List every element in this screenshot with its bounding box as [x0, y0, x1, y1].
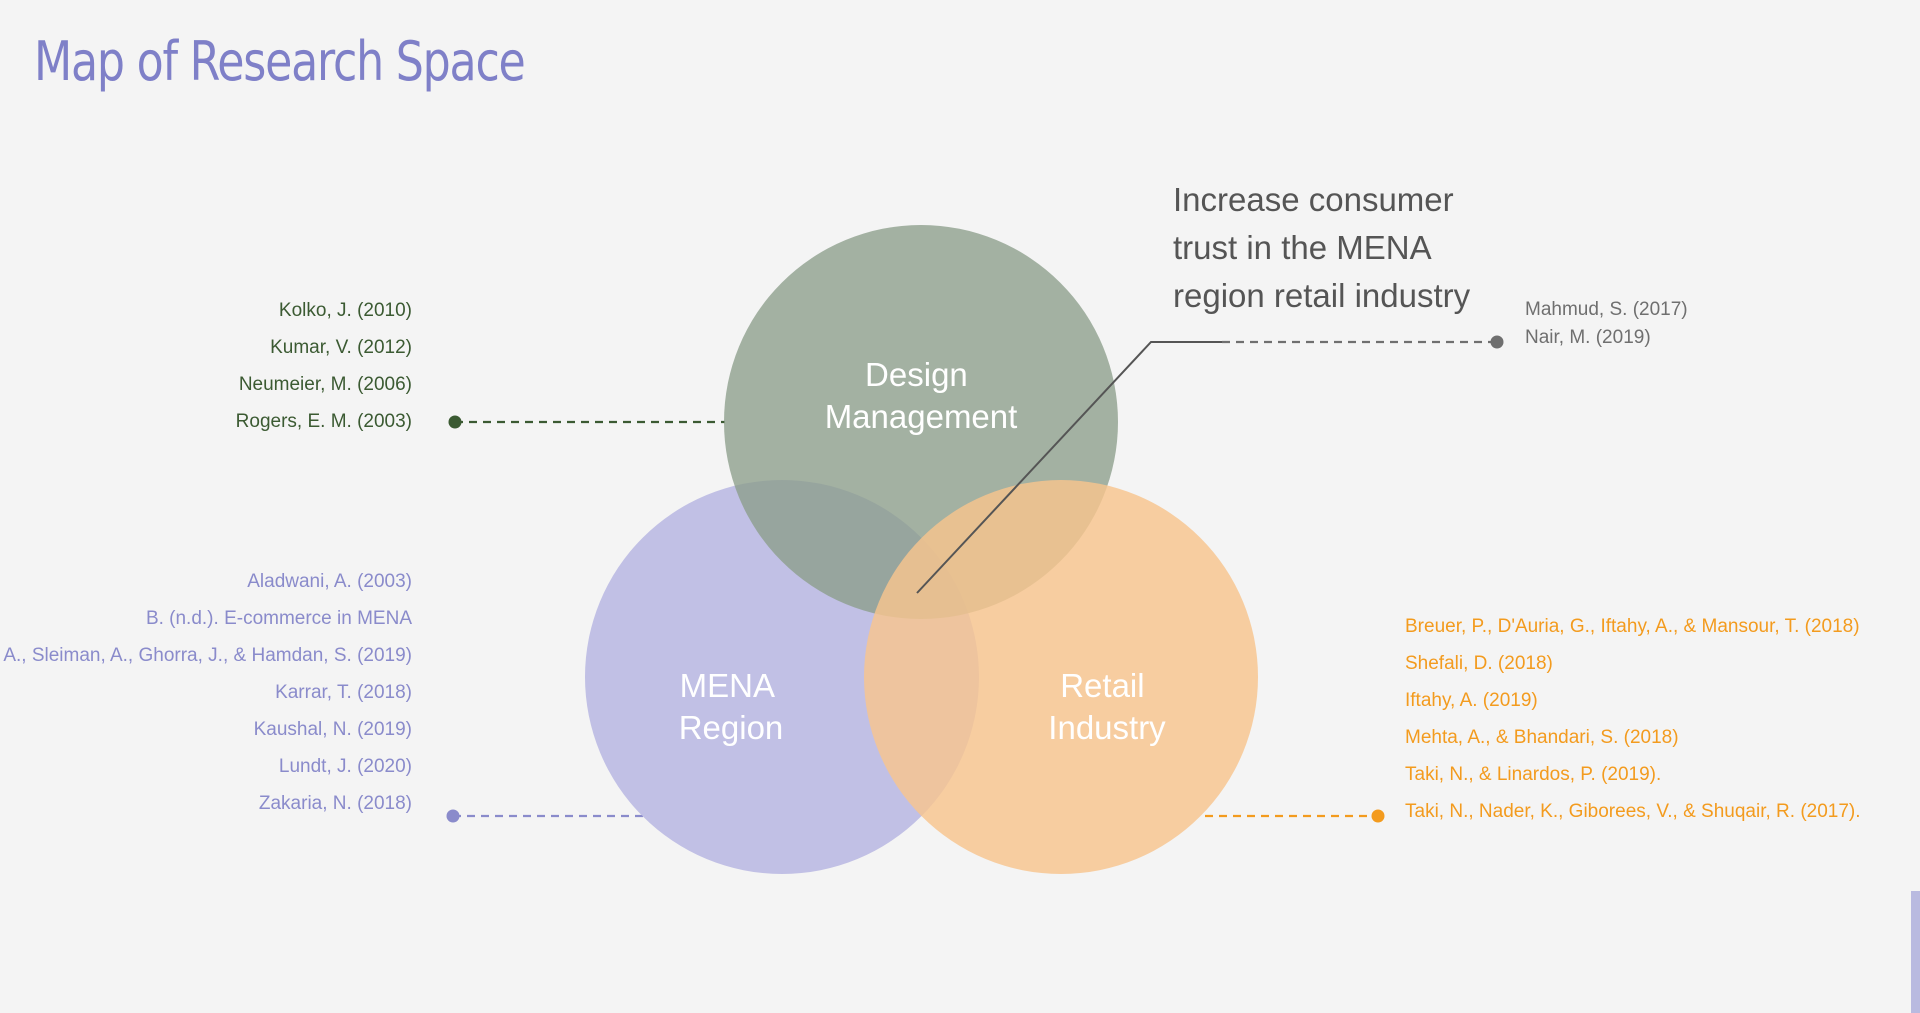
design-connector-dot — [448, 415, 462, 429]
reference-item: Zakaria, N. (2018) — [258, 793, 412, 814]
reference-item: Mehta, A., & Bhandari, S. (2018) — [1405, 727, 1679, 748]
design-label-line-2: Management — [825, 398, 1018, 435]
reference-item: Taki, N., & Linardos, P. (2019). — [1405, 764, 1662, 785]
retail-industry-circle — [864, 480, 1258, 874]
retail-connector-dot — [1371, 809, 1385, 823]
reference-item: Taki, N., Nader, K., Giborees, V., & Shu… — [1405, 801, 1861, 822]
outcome-connector-dot — [1490, 335, 1504, 349]
reference-item: Iftahy, A. (2019) — [1405, 690, 1538, 711]
retail-label-line-1: Retail — [1060, 667, 1144, 704]
reference-item: Rogers, E. M. (2003) — [235, 411, 412, 432]
outcome-references: Mahmud, S. (2017) Nair, M. (2019) — [1525, 296, 1688, 352]
reference-item: Shefali, D. (2018) — [1405, 653, 1553, 674]
slide-title: Map of Research Space — [34, 30, 526, 93]
reference-item: Kolko, J. (2010) — [278, 300, 412, 321]
retail-references: Breuer, P., D'Auria, G., Iftahy, A., & M… — [1405, 608, 1861, 830]
reference-item: Aladwani, A. (2003) — [247, 571, 412, 592]
reference-item: Kaushal, N. (2019) — [253, 719, 412, 740]
callout-line: trust in the MENA — [1173, 229, 1432, 266]
accent-bar — [1911, 891, 1920, 1013]
mena-references: Aladwani, A. (2003) B. (n.d.). E-commerc… — [0, 563, 412, 822]
callout-line: Increase consumer — [1173, 181, 1454, 218]
callout-text: Increase consumer trust in the MENA regi… — [1173, 176, 1470, 320]
mena-label-line-1: MENA — [680, 667, 775, 704]
connectors — [446, 335, 1504, 823]
reference-item: dal, A., Sleiman, A., Ghorra, J., & Hamd… — [0, 645, 412, 666]
design-references: Kolko, J. (2010) Kumar, V. (2012) Neumei… — [236, 292, 412, 440]
reference-item: Neumeier, M. (2006) — [238, 374, 412, 395]
reference-item: Mahmud, S. (2017) — [1525, 299, 1688, 320]
retail-label-line-2: Industry — [1048, 709, 1166, 746]
reference-item: Breuer, P., D'Auria, G., Iftahy, A., & M… — [1405, 616, 1860, 637]
mena-connector-dot — [446, 809, 460, 823]
reference-item: Kumar, V. (2012) — [270, 337, 412, 358]
retail-label: Retail Industry — [1048, 667, 1166, 746]
mena-label: MENA Region — [679, 667, 784, 746]
reference-item: B. (n.d.). E-commerce in MENA — [145, 608, 412, 629]
mena-label-line-2: Region — [679, 709, 784, 746]
callout-pointer — [916, 341, 1222, 594]
reference-item: Nair, M. (2019) — [1525, 327, 1651, 348]
reference-item: Lundt, J. (2020) — [278, 756, 412, 777]
design-label: Design Management — [825, 356, 1018, 435]
design-label-line-1: Design — [865, 356, 968, 393]
reference-item: Karrar, T. (2018) — [275, 682, 412, 703]
callout-line: region retail industry — [1173, 277, 1471, 314]
